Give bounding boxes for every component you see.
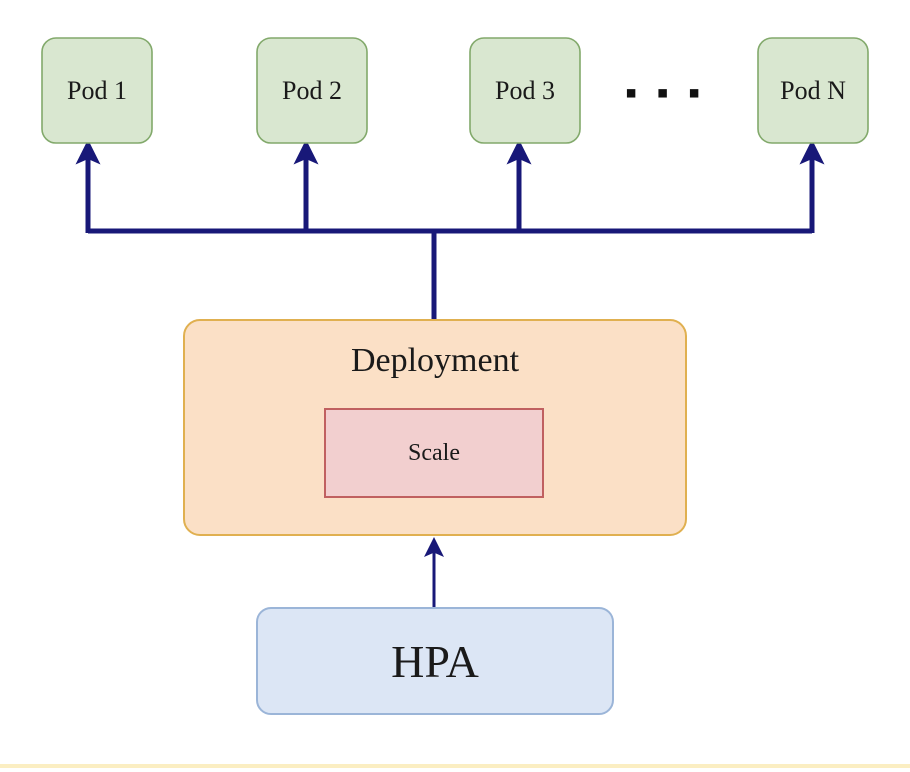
- hpa-box[interactable]: [256, 607, 614, 715]
- pod-box-1[interactable]: [41, 37, 153, 144]
- footer-divider: [0, 764, 910, 768]
- pod-box-2[interactable]: [256, 37, 368, 144]
- pod-box-3[interactable]: [469, 37, 581, 144]
- scale-box[interactable]: [324, 408, 544, 498]
- pod-box-n[interactable]: [757, 37, 869, 144]
